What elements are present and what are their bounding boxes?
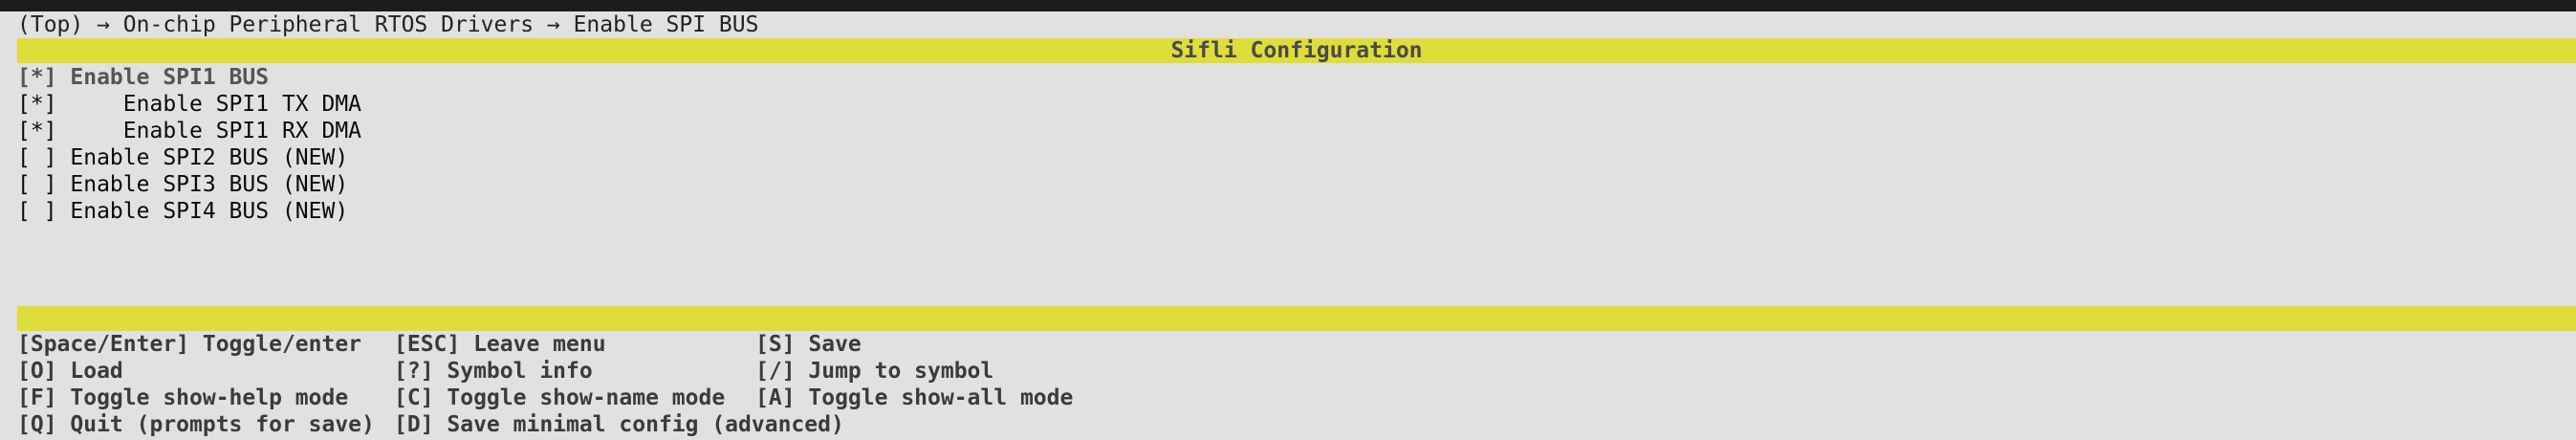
help-key-load: [O] Load xyxy=(17,359,123,384)
bottom-bar xyxy=(17,306,2576,331)
menu-item-enable-spi1-bus[interactable]: [*] Enable SPI1 BUS xyxy=(17,65,270,90)
help-key-toggle-show-all: [A] Toggle show-all mode xyxy=(755,385,1074,410)
menu-item-enable-spi1-tx-dma[interactable]: [*] Enable SPI1 TX DMA xyxy=(17,92,362,117)
help-key-quit: [Q] Quit (prompts for save) xyxy=(17,412,375,437)
help-key-toggle-show-name: [C] Toggle show-name mode xyxy=(394,385,726,410)
menu-item-enable-spi2-bus[interactable]: [ ] Enable SPI2 BUS (NEW) xyxy=(17,145,349,170)
help-key-save-minimal-config: [D] Save minimal config (advanced) xyxy=(394,412,844,437)
help-key-symbol-info: [?] Symbol info xyxy=(394,359,593,384)
menu-item-enable-spi3-bus[interactable]: [ ] Enable SPI3 BUS (NEW) xyxy=(17,172,349,197)
page-title: Sifli Configuration xyxy=(1170,38,1423,63)
title-bar: Sifli Configuration xyxy=(17,38,2576,63)
help-key-jump-to-symbol: [/] Jump to symbol xyxy=(755,359,994,384)
menu-item-enable-spi4-bus[interactable]: [ ] Enable SPI4 BUS (NEW) xyxy=(17,199,349,224)
help-key-leave-menu: [ESC] Leave menu xyxy=(394,332,606,357)
menu-item-enable-spi1-rx-dma[interactable]: [*] Enable SPI1 RX DMA xyxy=(17,119,362,143)
terminal-screen: (Top) → On-chip Peripheral RTOS Drivers … xyxy=(0,11,2576,440)
help-key-toggle-show-help: [F] Toggle show-help mode xyxy=(17,385,349,410)
breadcrumb: (Top) → On-chip Peripheral RTOS Drivers … xyxy=(17,12,759,37)
help-key-toggle-enter: [Space/Enter] Toggle/enter xyxy=(17,332,362,357)
help-key-save: [S] Save xyxy=(755,332,862,357)
